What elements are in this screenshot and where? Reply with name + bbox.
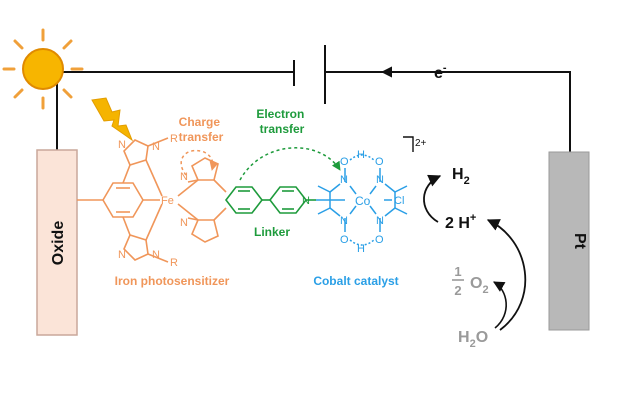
h2-product: H2 (452, 166, 470, 187)
h-atom-up: H (357, 149, 365, 161)
electron-transfer-label: Electron transfer (256, 107, 307, 136)
h2-evolution-arrow (423, 174, 442, 223)
n-atom-left-up: N (118, 139, 126, 151)
oxide-electrode: Oxide (36, 149, 78, 336)
proton-arrow (486, 219, 527, 331)
n-atom-co-lr: N (376, 215, 384, 227)
n-atom-right-up: N (180, 171, 188, 183)
linker-structure (224, 186, 316, 214)
cobalt-catalyst-label: Cobalt catalyst (313, 274, 398, 288)
cell-symbol (293, 45, 326, 104)
oxygen-arrow (493, 281, 507, 329)
cl-atom: Cl (394, 195, 404, 207)
cobalt-catalyst-structure (316, 154, 408, 246)
r-group-lower: R (170, 257, 178, 269)
svg-text:2: 2 (454, 283, 461, 298)
sun-icon (2, 28, 84, 110)
iron-photosensitizer-structure (77, 137, 227, 263)
r-group-upper: R (170, 133, 178, 145)
n-atom-upper: N (152, 141, 160, 153)
electron-transfer-arrow (239, 147, 341, 181)
n-atom-left-low: N (118, 249, 126, 261)
n-atom-co-ll: N (340, 215, 348, 227)
electron-label: e- (434, 62, 447, 82)
n-atom-right-low: N (180, 217, 188, 229)
co-atom: Co (355, 194, 371, 208)
o-atom-ul: O (340, 156, 349, 168)
charge-transfer-label: Charge transfer (179, 115, 224, 144)
o-atom-ur: O (375, 156, 384, 168)
svg-text:1: 1 (454, 264, 461, 279)
charge-bracket (403, 136, 414, 152)
linker-label: Linker (254, 225, 290, 239)
svg-text:O2: O2 (470, 275, 489, 296)
lightning-bolt-icon (91, 97, 134, 142)
n-atom-co-ul: N (340, 174, 348, 186)
cobalt-atoms: Co Cl O H O O H O N N N N (340, 149, 404, 255)
iron-photosensitizer-label: Iron photosensitizer (115, 274, 230, 288)
charge-superscript: 2+ (415, 138, 427, 149)
h-plus: 2 H+ (445, 212, 476, 232)
water-reactant: H2O (458, 329, 488, 350)
charge-transfer-arrow (180, 149, 219, 176)
pt-electrode: Pt (548, 151, 590, 331)
pt-label: Pt (571, 233, 588, 250)
o-atom-ll: O (340, 234, 349, 246)
h-atom-low: H (357, 243, 365, 255)
half-o2: 1 2 O2 (452, 264, 489, 298)
iron-atoms: Fe N R N R N N N N (118, 133, 188, 269)
o-atom-lr: O (375, 234, 384, 246)
n-atom-co-ur: N (376, 174, 384, 186)
n-atom-lower: N (152, 249, 160, 261)
fe-atom: Fe (161, 195, 174, 207)
oxide-label: Oxide (50, 221, 67, 266)
linker-n-atom: N (302, 195, 310, 207)
